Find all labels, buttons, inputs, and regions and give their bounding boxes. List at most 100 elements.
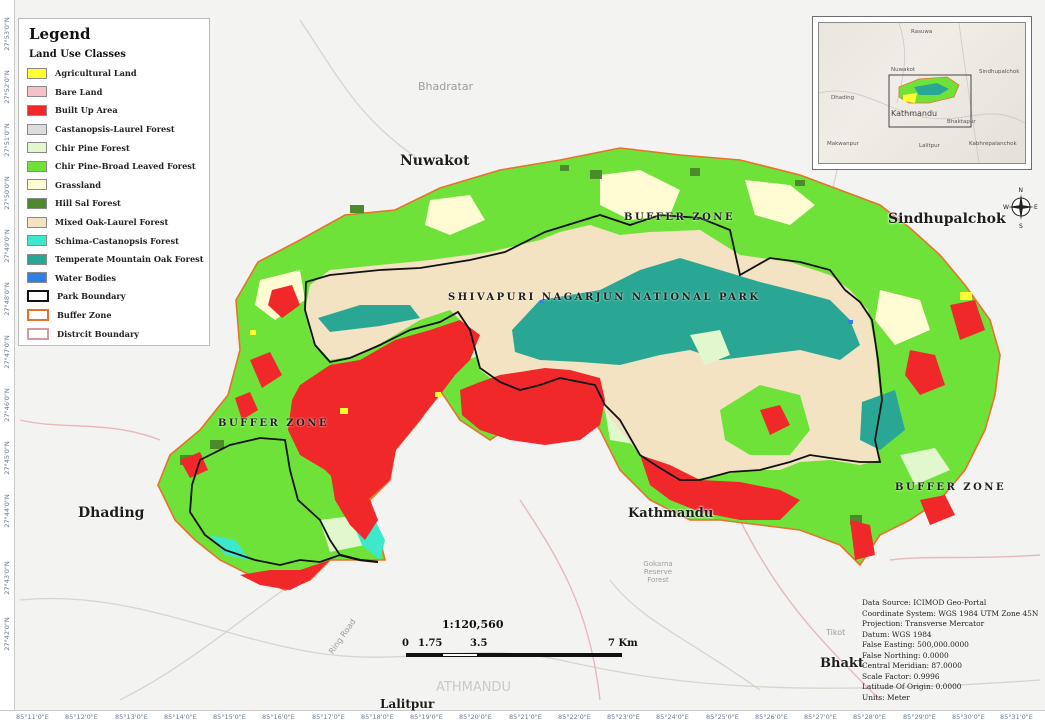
lat-tick: 27°46'0"N — [3, 388, 11, 422]
legend-item: Schima-Castanopsis Forest — [27, 231, 201, 250]
scale-tick: 1.75 — [418, 638, 443, 649]
inset-label: Nuwakot — [891, 67, 915, 73]
built-up-areas — [180, 285, 985, 590]
scale-segment — [478, 653, 622, 657]
district-boundaries — [19, 419, 1041, 701]
north-arrow-icon: N S E W — [1003, 187, 1038, 230]
lon-tick: 85°27'0"E — [804, 713, 837, 721]
legend-swatch — [27, 86, 47, 98]
lon-tick: 85°16'0"E — [262, 713, 295, 721]
lon-tick: 85°25'0"E — [706, 713, 739, 721]
buffer-zone-label-left: BUFFER ZONE — [218, 418, 330, 429]
info-line: Coordinate System: WGS 1984 UTM Zone 45N — [862, 608, 1039, 618]
park-boundary — [304, 214, 883, 481]
legend-item: Bare Land — [27, 83, 201, 102]
legend-label: Mixed Oak-Laurel Forest — [55, 217, 169, 228]
legend-label: Schima-Castanopsis Forest — [55, 235, 179, 246]
legend-label: Temperate Mountain Oak Forest — [55, 254, 204, 265]
lat-tick: 27°51'0"N — [3, 123, 11, 157]
lon-tick: 85°28'0"E — [853, 713, 886, 721]
compass-s: S — [1019, 223, 1023, 230]
lat-tick: 27°44'0"N — [3, 494, 11, 528]
lon-tick: 85°21'0"E — [509, 713, 542, 721]
legend-label: Chir Pine Forest — [55, 142, 130, 153]
lat-tick: 27°52'0"N — [3, 70, 11, 104]
compass-e: E — [1034, 204, 1038, 211]
inset-label: Kathmandu — [891, 109, 938, 118]
lon-tick: 85°14'0"E — [164, 713, 197, 721]
legend-swatch — [27, 179, 47, 191]
lon-tick: 85°30'0"E — [952, 713, 985, 721]
info-line: False Easting: 500,000.0000 — [862, 640, 969, 649]
legend-label: Buffer Zone — [57, 310, 112, 321]
lat-tick: 27°47'0"N — [3, 335, 11, 369]
kathmandu-faint-label: ATHMANDU — [436, 680, 511, 695]
lat-tick: 27°48'0"N — [3, 282, 11, 316]
inset-label: Kabhrepalanchok — [969, 141, 1017, 147]
info-line: Datum: WGS 1984 — [862, 629, 932, 639]
lat-tick: 27°42'0"N — [3, 617, 11, 651]
latitude-ticks: 27°53'0"N 27°52'0"N 27°51'0"N 27°50'0"N … — [0, 0, 15, 722]
lon-tick: 85°22'0"E — [558, 713, 591, 721]
info-line: Data Source: ICIMOD Geo-Portal — [862, 598, 987, 607]
lon-tick: 85°29'0"E — [903, 713, 936, 721]
lon-tick: 85°12'0"E — [65, 713, 98, 721]
legend-label: Bare Land — [55, 86, 103, 97]
legend-subtitle: Land Use Classes — [29, 49, 126, 60]
lon-tick: 85°13'0"E — [115, 713, 148, 721]
legend-swatch — [27, 104, 47, 116]
kathmandu-label: Kathmandu — [628, 506, 714, 521]
inset-label: Lalitpur — [919, 143, 940, 149]
legend-item: Mixed Oak-Laurel Forest — [27, 213, 201, 232]
legend-item: Grassland — [27, 176, 201, 195]
scale-tick: 0 — [402, 638, 409, 649]
legend-swatch — [27, 216, 47, 228]
temperate-oak-forest — [512, 258, 860, 365]
scale-bar: 1:120,560 0 1.75 3.5 7 Km — [398, 618, 658, 678]
tikot-label: Tikot — [826, 628, 846, 637]
dhading-label: Dhading — [78, 505, 145, 521]
legend-swatch — [27, 290, 49, 303]
info-line: False Northing: 0.0000 — [862, 650, 949, 660]
longitude-ticks: 85°11'0"E 85°12'0"E 85°13'0"E 85°14'0"E … — [0, 710, 1045, 722]
scale-tick: 7 Km — [608, 638, 638, 649]
legend-item: Temperate Mountain Oak Forest — [27, 250, 204, 269]
legend-swatch — [27, 253, 47, 265]
bhakt-label: Bhakt — [820, 656, 864, 671]
legend-swatch — [27, 309, 49, 322]
legend-label: Park Boundary — [57, 291, 126, 302]
inset-label: Makwanpur — [827, 141, 859, 147]
inset-map[interactable]: Rasuwa Nuwakot Sindhupalchok Dhading Kat… — [812, 16, 1032, 170]
buffer-zone-label-top: BUFFER ZONE — [624, 212, 736, 223]
scale-segment — [406, 653, 442, 657]
legend-item: Water Bodies — [27, 269, 201, 288]
lat-tick: 27°50'0"N — [3, 176, 11, 210]
park-boundary-west — [189, 437, 342, 566]
gokarna-label: Gokarna Reserve Forest — [643, 560, 673, 584]
compass-w: W — [1003, 204, 1009, 211]
inset-label: Sindhupalchok — [979, 69, 1020, 75]
temperate-oak-east — [860, 390, 905, 450]
lat-tick: 27°43'0"N — [3, 561, 11, 595]
legend-label: Grassland — [55, 179, 101, 190]
lon-tick: 85°11'0"E — [16, 713, 49, 721]
lon-tick: 85°26'0"E — [755, 713, 788, 721]
legend-item: Buffer Zone — [27, 306, 201, 325]
sindhupalchok-label: Sindhupalchok — [888, 211, 1006, 227]
park-label: SHIVAPURI NAGARJUN NATIONAL PARK — [448, 292, 761, 303]
lalitpur-label: Lalitpur — [380, 697, 435, 711]
legend-item: Park Boundary — [27, 287, 201, 306]
nuwakot-label: Nuwakot — [400, 153, 470, 169]
legend-swatch — [27, 160, 47, 172]
legend-swatch — [27, 142, 47, 154]
lon-tick: 85°15'0"E — [213, 713, 246, 721]
lon-tick: 85°24'0"E — [656, 713, 689, 721]
legend-item: Agricultural Land — [27, 64, 201, 83]
legend-label: Water Bodies — [55, 272, 116, 283]
legend-label: Distrcit Boundary — [57, 328, 140, 339]
info-line: Latitude Of Origin: 0.0000 — [862, 682, 962, 691]
